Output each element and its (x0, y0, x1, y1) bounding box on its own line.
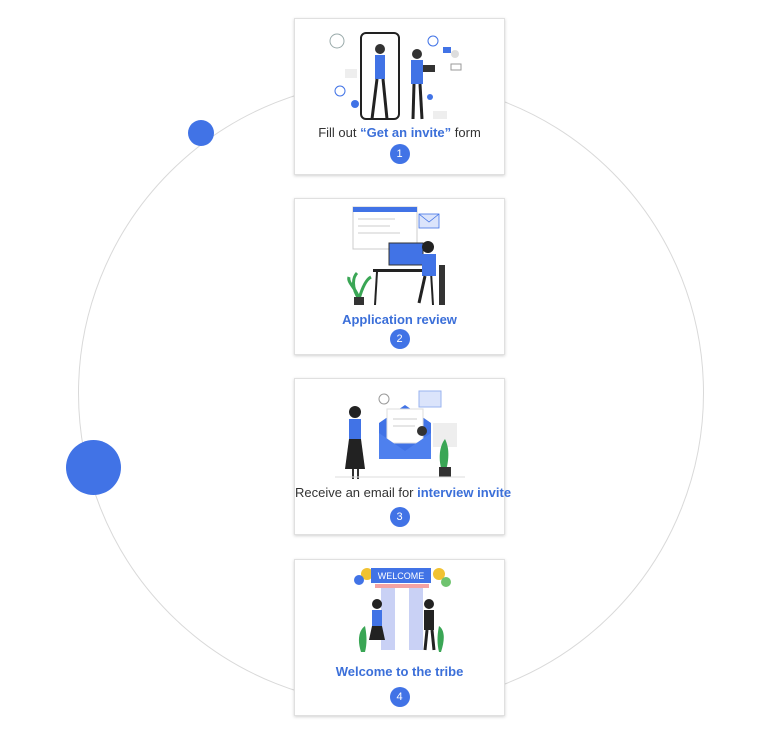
step-card-1: Fill out “Get an invite” form 1 (294, 18, 505, 175)
caption-highlight: interview invite (417, 485, 512, 500)
step-number-2: 2 (389, 329, 410, 349)
orbit-dot-small (188, 120, 214, 146)
welcome-illustration: WELCOME (354, 568, 451, 652)
caption-text: form (451, 125, 481, 140)
step-caption-3: Receive an email for interview invite (295, 485, 511, 500)
step-caption-2: Application review (342, 312, 457, 327)
step-caption-1: Fill out “Get an invite” form (295, 125, 504, 140)
step-card-4: WELCOME Welcome to the tribe 4 (294, 559, 505, 716)
step-caption-4: Welcome to the tribe (335, 664, 464, 679)
step-card-2: Application review 2 (294, 198, 505, 355)
caption-text: Receive an email for (295, 485, 418, 500)
step-number-3: 3 (389, 507, 410, 527)
orbit-dot-large (66, 440, 121, 495)
step-number-4: 4 (389, 687, 410, 707)
application-review-illustration (347, 206, 445, 306)
email-invite-illustration (335, 390, 465, 479)
step-card-3: Receive an email for interview invite 3 (294, 378, 511, 535)
caption-text: Fill out (318, 125, 361, 140)
invite-form-illustration (329, 32, 462, 120)
caption-highlight: “Get an invite” (360, 125, 452, 140)
welcome-banner: WELCOME (378, 571, 425, 581)
step-number-1: 1 (389, 144, 410, 164)
